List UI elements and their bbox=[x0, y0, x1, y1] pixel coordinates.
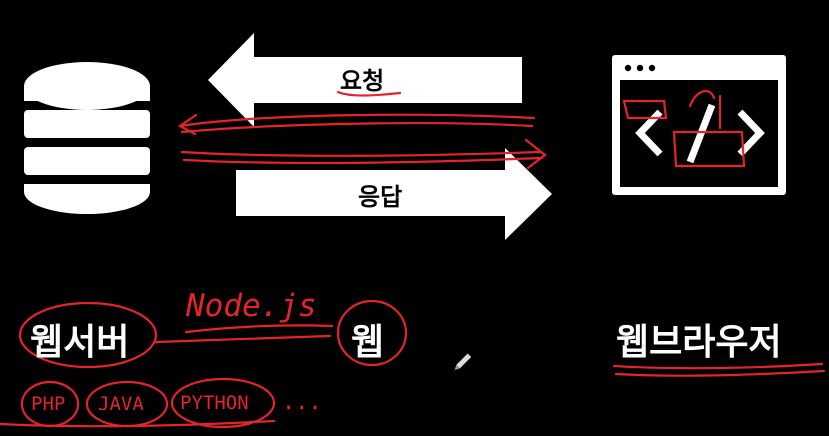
web-browser-label: 웹브라우저 bbox=[616, 322, 782, 363]
code-browser-icon bbox=[612, 55, 786, 195]
response-label: 응답 bbox=[358, 183, 403, 211]
ellipsis-annotation: ... bbox=[282, 390, 322, 415]
request-arrow bbox=[208, 33, 522, 127]
red-annotations bbox=[0, 89, 826, 429]
web-server-label: 웹서버 bbox=[30, 322, 130, 363]
response-arrow bbox=[236, 148, 552, 240]
pen-cursor-icon bbox=[454, 353, 472, 371]
web-label: 웹 bbox=[351, 322, 385, 363]
request-label: 요청 bbox=[340, 67, 385, 95]
node-js-annotation: Node.js bbox=[186, 288, 317, 324]
database-icon bbox=[24, 62, 150, 214]
java-annotation: JAVA bbox=[98, 393, 144, 415]
php-annotation: PHP bbox=[31, 393, 66, 415]
python-annotation: PYTHON bbox=[180, 392, 249, 414]
